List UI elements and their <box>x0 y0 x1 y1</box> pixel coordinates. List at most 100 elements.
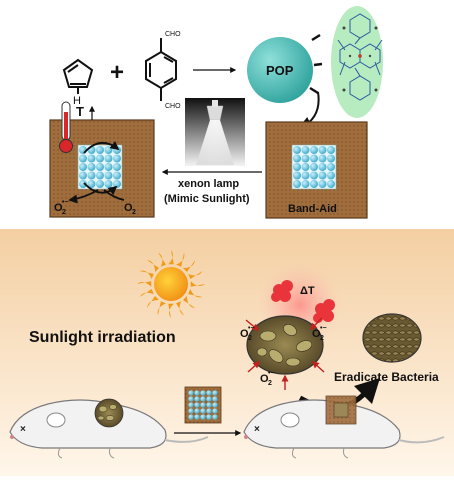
plus-sign: + <box>110 59 124 86</box>
pop-cell <box>113 180 121 188</box>
pop-cell <box>113 154 121 163</box>
eradicate-label: Eradicate Bacteria <box>334 370 439 384</box>
sun-ray <box>139 270 154 279</box>
pop-cell <box>188 390 194 396</box>
superoxide-radical-left: O •− 2 <box>240 325 255 342</box>
pop-cell <box>96 180 104 188</box>
pop-cell <box>96 163 104 171</box>
eradicated-bacteria-icon <box>362 313 422 363</box>
pop-cell <box>212 396 218 402</box>
pop-cell <box>96 171 104 180</box>
pop-cell <box>104 171 113 180</box>
small-band-aid-icon <box>184 386 222 424</box>
sun-ray <box>157 252 166 267</box>
pop-cell <box>310 171 318 180</box>
svg-text:•−: •− <box>320 325 327 332</box>
svg-text:2: 2 <box>268 380 272 387</box>
pop-cell <box>200 390 206 396</box>
svg-text:O: O <box>124 202 133 214</box>
pop-cell <box>310 180 318 188</box>
mouse-icon-right: × <box>243 399 445 459</box>
pop-cell <box>188 414 194 420</box>
svg-text:2: 2 <box>62 209 66 216</box>
temperature-label: T <box>76 104 84 119</box>
pop-cell <box>206 408 212 414</box>
svg-text:H: H <box>73 95 81 107</box>
svg-text:2: 2 <box>132 209 136 216</box>
pop-cell <box>79 180 87 188</box>
pop-label: POP <box>266 63 294 78</box>
pop-cell <box>327 180 335 188</box>
pop-cell <box>318 163 327 171</box>
pop-cell <box>104 154 113 163</box>
pop-cell <box>194 408 200 414</box>
pop-cell <box>318 171 327 180</box>
pop-cell <box>212 414 218 420</box>
sun-ray <box>146 296 159 309</box>
pop-cell <box>188 408 194 414</box>
pop-cell <box>79 163 87 171</box>
pop-cell <box>206 390 212 396</box>
band-aid-label: Band-Aid <box>288 203 337 215</box>
lamp-label-line1: xenon lamp <box>178 178 239 190</box>
sunlight-label: Sunlight irradiation <box>29 329 176 346</box>
sun-ray <box>188 270 203 279</box>
pop-cell <box>318 154 327 163</box>
pop-cell <box>104 146 113 154</box>
band-aid-pad-right <box>265 121 368 219</box>
pop-cell <box>318 180 327 188</box>
pop-cell <box>310 146 318 154</box>
pop-cell <box>293 163 301 171</box>
sun-ray <box>139 289 154 298</box>
sun-ray <box>176 252 185 267</box>
bacteria-wound-icon <box>94 398 124 428</box>
lamp-label-line2: (Mimic Sunlight) <box>164 193 250 205</box>
sun-ray <box>168 250 174 265</box>
pyrrole-icon: H <box>62 58 94 107</box>
xenon-lamp-icon <box>185 98 245 166</box>
pop-cell <box>212 402 218 408</box>
pop-cell <box>301 154 310 163</box>
pop-cell <box>200 396 206 402</box>
svg-text:×: × <box>254 424 260 435</box>
band-aid-pad-left <box>49 119 155 218</box>
eradicate-arrow-head <box>354 378 380 404</box>
sun-ray <box>183 259 196 272</box>
pop-cell <box>87 171 96 180</box>
svg-text:•−: •− <box>248 325 255 332</box>
bacteria-cluster-icon <box>246 315 324 375</box>
pop-cell <box>327 146 335 154</box>
superoxide-radical-bottom: O •− 2 <box>260 370 275 387</box>
svg-text:×: × <box>20 424 26 435</box>
pop-cell <box>293 154 301 163</box>
svg-text:2: 2 <box>320 335 324 342</box>
superoxide-label: O 2 •− <box>54 199 69 216</box>
svg-text:O: O <box>54 202 63 214</box>
pop-cell <box>87 163 96 171</box>
sun-ray <box>176 301 185 316</box>
pop-cell <box>194 402 200 408</box>
oxygen-label: O 2 <box>124 202 136 216</box>
pop-cell <box>293 146 301 154</box>
sun-ray <box>157 301 166 316</box>
pop-cell <box>206 402 212 408</box>
pop-cell <box>318 146 327 154</box>
pop-cell <box>188 402 194 408</box>
pop-cell <box>301 171 310 180</box>
pop-cell <box>327 154 335 163</box>
pop-cell <box>206 396 212 402</box>
pop-cell <box>212 390 218 396</box>
sun-ray <box>146 259 159 272</box>
pop-cell <box>200 414 206 420</box>
pop-cell <box>104 163 113 171</box>
sun-ray <box>137 281 152 287</box>
pop-cell <box>206 414 212 420</box>
applied-band-aid-icon <box>325 395 357 425</box>
pop-cell <box>79 171 87 180</box>
sun-ray <box>188 289 203 298</box>
pop-sphere-icon <box>247 37 313 103</box>
pop-cell <box>96 146 104 154</box>
svg-text:O: O <box>312 328 321 340</box>
pop-cell <box>212 408 218 414</box>
